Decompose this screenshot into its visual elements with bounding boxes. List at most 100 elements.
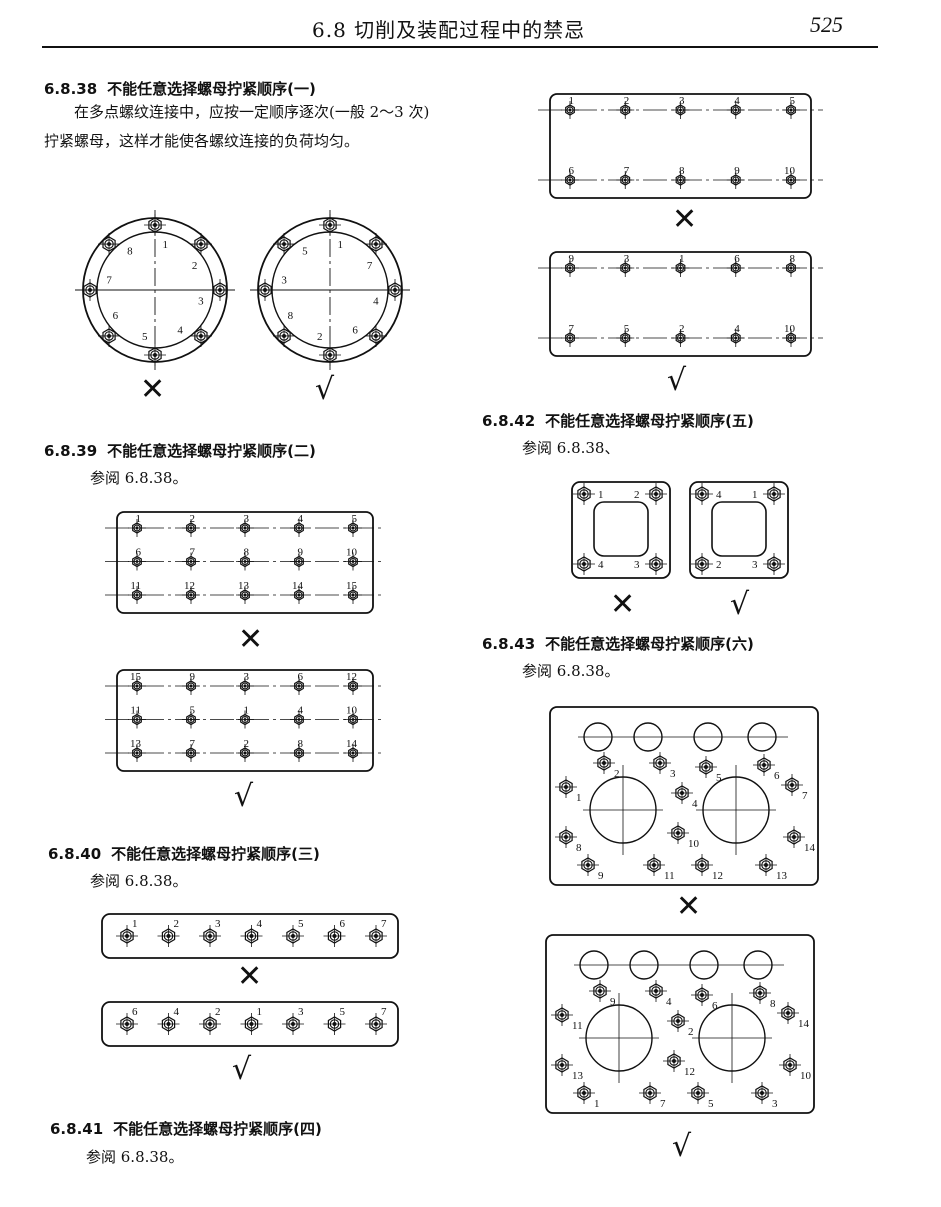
bolt-nut <box>236 677 254 695</box>
bolt-nut <box>273 233 296 256</box>
bolt-number-label: 4 <box>373 295 379 307</box>
bolt-nut <box>763 483 785 505</box>
section-6-8-42-heading: 6.8.42 不能任意选择螺母拧紧顺序(五) <box>482 410 754 431</box>
bolt-nut <box>645 980 667 1002</box>
bolt-nut <box>189 324 212 347</box>
bolt-number-label: 6 <box>712 1000 718 1012</box>
bolt-nut <box>561 171 579 189</box>
bolt-number-label: 2 <box>688 1026 694 1038</box>
bolt-nut <box>616 171 635 189</box>
bolt-number-label: 4 <box>716 489 722 501</box>
bolt-number-label: 7 <box>569 323 575 335</box>
bolt-nut <box>753 754 775 776</box>
bolt-nut <box>561 259 579 277</box>
section-6-8-38-body: 在多点螺纹连接中，应按一定顺序逐次(一般 2～3 次)拧紧螺母，这样才能使各螺纹… <box>44 103 430 150</box>
bolt-number-label: 12 <box>184 580 195 592</box>
bolt-number-label: 4 <box>734 95 740 107</box>
bolt-nut <box>344 677 362 695</box>
bolt-number-label: 6 <box>113 310 119 322</box>
bolt-number-label: 14 <box>798 1018 810 1030</box>
bolt-number-label: 7 <box>190 738 196 750</box>
bolt-number-label: 1 <box>338 239 344 251</box>
bolt-number-label: 2 <box>215 1006 221 1018</box>
bolt-nut <box>687 1082 709 1104</box>
bolt-nut <box>616 329 635 347</box>
bolt-nut <box>365 1013 387 1035</box>
bolt-nut <box>577 854 599 876</box>
bolt-nut <box>182 552 200 571</box>
bolt-nut <box>98 324 121 347</box>
bolt-number-label: 9 <box>598 870 604 882</box>
bolt-number-label: 4 <box>298 513 304 525</box>
bolt-nut <box>344 552 362 571</box>
bolt-number-label: 2 <box>174 918 180 930</box>
section-title: 不能任意选择螺母拧紧顺序(五) <box>545 412 754 430</box>
section-number: 6.8.43 <box>482 635 536 653</box>
bolt-nut <box>364 233 387 256</box>
bolt-number-label: 4 <box>734 323 740 335</box>
bolt-nut <box>365 925 387 947</box>
bolt-number-label: 4 <box>692 798 698 810</box>
section-6-8-39-ref: 参阅 6.8.38。 <box>90 469 188 487</box>
bolt-nut <box>589 980 611 1002</box>
bolt-nut <box>593 752 615 774</box>
bolt-number-label: 10 <box>784 323 796 335</box>
right-mark: √ <box>315 372 335 407</box>
bolt-number-label: 3 <box>679 95 685 107</box>
bolt-nut <box>691 483 713 505</box>
bolt-nut <box>157 925 180 947</box>
bolt-number-label: 5 <box>340 1006 346 1018</box>
bolt-number-label: 9 <box>734 165 740 177</box>
bolt-number-label: 8 <box>288 310 294 322</box>
bolt-number-label: 7 <box>190 547 196 559</box>
bolt-nut <box>128 677 146 695</box>
bolt-nut <box>726 101 745 119</box>
bolt-number-label: 5 <box>190 705 196 717</box>
bolt-nut <box>290 677 308 695</box>
bolt-number-label: 4 <box>598 559 604 571</box>
bolt-nut <box>344 586 362 604</box>
bolt-nut <box>199 925 221 947</box>
bolt-number-label: 5 <box>708 1098 714 1110</box>
bolt-number-label: 6 <box>136 547 142 559</box>
bolt-nut <box>749 982 771 1004</box>
page-number: 525 <box>810 12 843 37</box>
bolt-nut <box>561 329 579 347</box>
bolt-number-label: 13 <box>776 870 788 882</box>
bolt-nut <box>726 329 745 347</box>
bolt-number-label: 11 <box>664 870 675 882</box>
bolt-number-label: 3 <box>634 559 640 571</box>
bolt-number-label: 3 <box>298 1006 304 1018</box>
bolt-nut <box>240 1013 263 1035</box>
bolt-number-label: 9 <box>298 547 304 559</box>
bolt-number-label: 7 <box>624 165 630 177</box>
bolt-number-label: 3 <box>772 1098 778 1110</box>
bolt-number-label: 4 <box>298 705 304 717</box>
bolt-nut <box>236 552 254 571</box>
bolt-number-label: 12 <box>346 671 357 683</box>
bolt-number-label: 12 <box>684 1066 695 1078</box>
bolt-nut <box>691 854 713 876</box>
bolt-nut <box>116 925 138 947</box>
section-number: 6.8.38 <box>44 80 98 98</box>
bolt-number-label: 8 <box>770 998 776 1010</box>
bolt-number-label: 1 <box>257 1006 263 1018</box>
section-number: 6.8.41 <box>50 1120 104 1138</box>
bolt-nut <box>667 822 689 844</box>
bolt-nut <box>551 1004 573 1026</box>
bolt-number-label: 1 <box>576 792 582 804</box>
bolt-nut <box>691 984 713 1006</box>
bolt-nut <box>573 553 595 575</box>
section-number: 6.8.42 <box>482 412 536 430</box>
bolt-nut <box>273 324 296 347</box>
bolt-number-label: 8 <box>679 165 685 177</box>
bolt-number-label: 7 <box>381 918 387 930</box>
header-rule <box>42 46 878 48</box>
wrong-mark: ✕ <box>672 202 698 237</box>
bolt-nut <box>671 259 690 277</box>
bolt-nut <box>726 259 745 277</box>
